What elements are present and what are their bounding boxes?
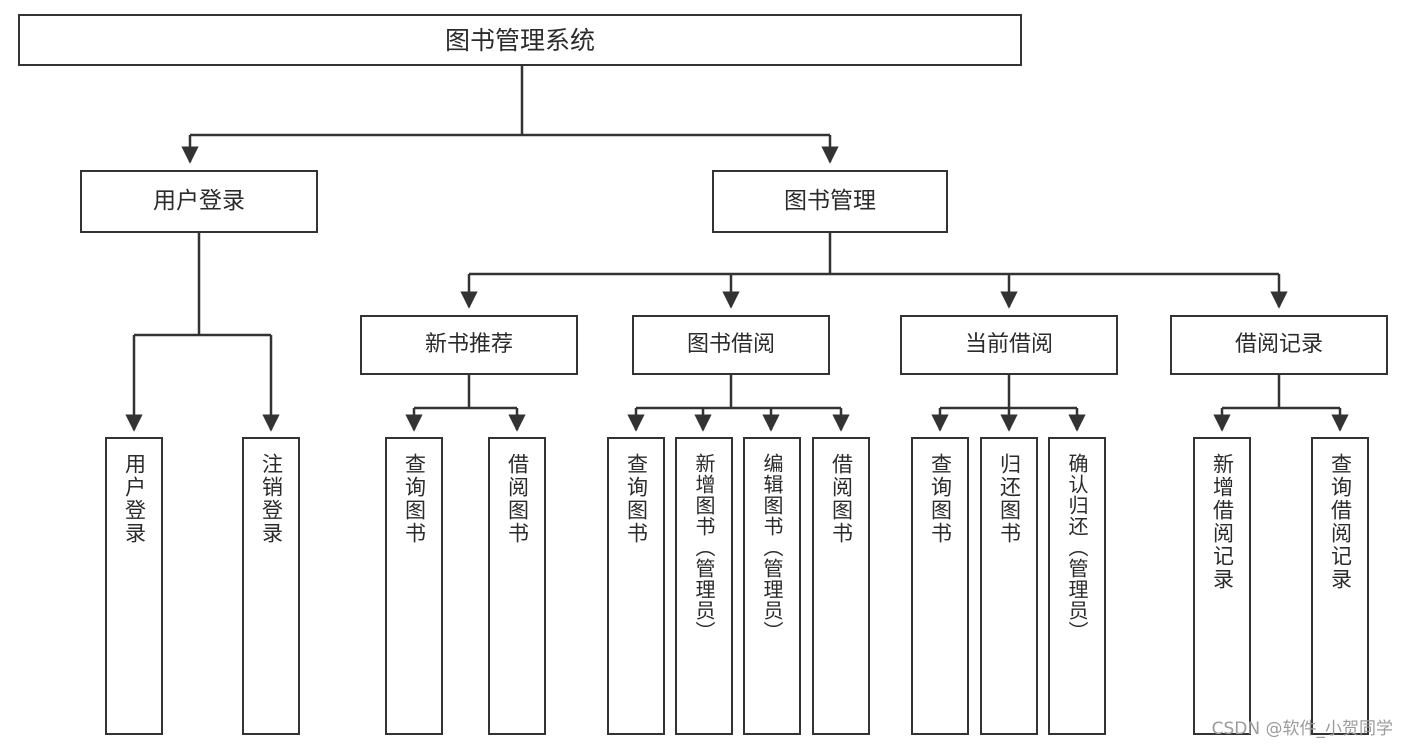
leaf-query-record[interactable]: 查询借阅记录	[1311, 437, 1369, 735]
leaf-borrow-book-1-label: 借阅图书	[505, 453, 530, 545]
leaf-edit-book[interactable]: 编辑图书（管理员）	[743, 437, 801, 735]
leaf-return-book-label: 归还图书	[997, 453, 1022, 545]
node-user-login[interactable]: 用户登录	[80, 170, 318, 233]
leaf-user-login[interactable]: 用户登录	[105, 437, 163, 735]
node-root[interactable]: 图书管理系统	[18, 14, 1022, 66]
leaf-confirm-return-label: 确认归还（管理员）	[1065, 453, 1089, 642]
node-borrow-record-label: 借阅记录	[1234, 332, 1323, 358]
node-new-book-recommend[interactable]: 新书推荐	[360, 315, 578, 375]
leaf-add-record[interactable]: 新增借阅记录	[1193, 437, 1251, 735]
node-root-label: 图书管理系统	[444, 25, 595, 55]
leaf-query-book-3-label: 查询图书	[928, 453, 953, 545]
node-new-book-recommend-label: 新书推荐	[424, 332, 513, 358]
node-borrow-record[interactable]: 借阅记录	[1170, 315, 1388, 375]
leaf-return-book[interactable]: 归还图书	[980, 437, 1038, 735]
leaf-add-book[interactable]: 新增图书（管理员）	[675, 437, 733, 735]
leaf-query-book-1-label: 查询图书	[402, 453, 427, 545]
leaf-query-record-label: 查询借阅记录	[1328, 453, 1353, 591]
leaf-borrow-book-1[interactable]: 借阅图书	[488, 437, 546, 735]
node-current-borrow-label: 当前借阅	[964, 332, 1053, 358]
leaf-user-logout[interactable]: 注销登录	[242, 437, 300, 735]
leaf-borrow-book-2-label: 借阅图书	[829, 453, 854, 545]
leaf-user-login-label: 用户登录	[122, 453, 147, 545]
node-book-borrow-label: 图书借阅	[686, 332, 775, 358]
leaf-add-record-label: 新增借阅记录	[1210, 453, 1235, 591]
leaf-query-book-2[interactable]: 查询图书	[607, 437, 665, 735]
leaf-query-book-1[interactable]: 查询图书	[385, 437, 443, 735]
node-book-manage[interactable]: 图书管理	[712, 170, 948, 233]
leaf-edit-book-label: 编辑图书（管理员）	[760, 453, 784, 642]
node-book-manage-label: 图书管理	[784, 188, 876, 215]
leaf-confirm-return[interactable]: 确认归还（管理员）	[1048, 437, 1106, 735]
node-book-borrow[interactable]: 图书借阅	[632, 315, 830, 375]
leaf-query-book-3[interactable]: 查询图书	[911, 437, 969, 735]
leaf-query-book-2-label: 查询图书	[624, 453, 649, 545]
leaf-borrow-book-2[interactable]: 借阅图书	[812, 437, 870, 735]
node-current-borrow[interactable]: 当前借阅	[900, 315, 1118, 375]
csdn-watermark: CSDN @软件_小贺同学	[1211, 719, 1393, 739]
leaf-add-book-label: 新增图书（管理员）	[692, 453, 716, 642]
leaf-user-logout-label: 注销登录	[259, 453, 284, 545]
node-user-login-label: 用户登录	[153, 188, 245, 215]
